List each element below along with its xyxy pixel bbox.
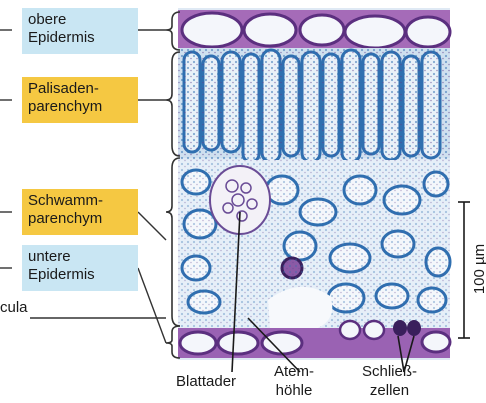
label-untere-epidermis: untere Epidermis — [22, 245, 138, 291]
label-line: obere — [28, 11, 132, 29]
label-blattader: Blattader — [176, 372, 236, 391]
scale-bar — [458, 202, 470, 338]
upper-epidermis-cells — [178, 10, 450, 48]
label-line: parenchym — [28, 98, 132, 116]
label-obere-epidermis: obere Epidermis — [22, 8, 138, 54]
label-palisadenparenchym: Palisaden- parenchym — [22, 77, 138, 123]
label-line: Atem- — [274, 362, 314, 381]
scale-label: 100 µm — [471, 237, 486, 301]
label-line: Epidermis — [28, 266, 132, 284]
label-line: Palisaden- — [28, 80, 132, 98]
label-cuticula-partial: cula — [0, 299, 28, 317]
label-line: zellen — [362, 381, 417, 400]
label-line: untere — [28, 248, 132, 266]
label-line: höhle — [274, 381, 314, 400]
label-line: parenchym — [28, 210, 132, 228]
label-schliesszellen: Schließ- zellen — [362, 362, 417, 400]
label-line: Schwamm- — [28, 192, 132, 210]
label-line: Epidermis — [28, 29, 132, 47]
label-line: Schließ- — [362, 362, 417, 381]
brace-lines — [166, 12, 180, 358]
label-schwammparenchym: Schwamm- parenchym — [22, 189, 138, 235]
label-atemhoehle: Atem- höhle — [274, 362, 314, 400]
palisade-cells — [178, 48, 450, 162]
